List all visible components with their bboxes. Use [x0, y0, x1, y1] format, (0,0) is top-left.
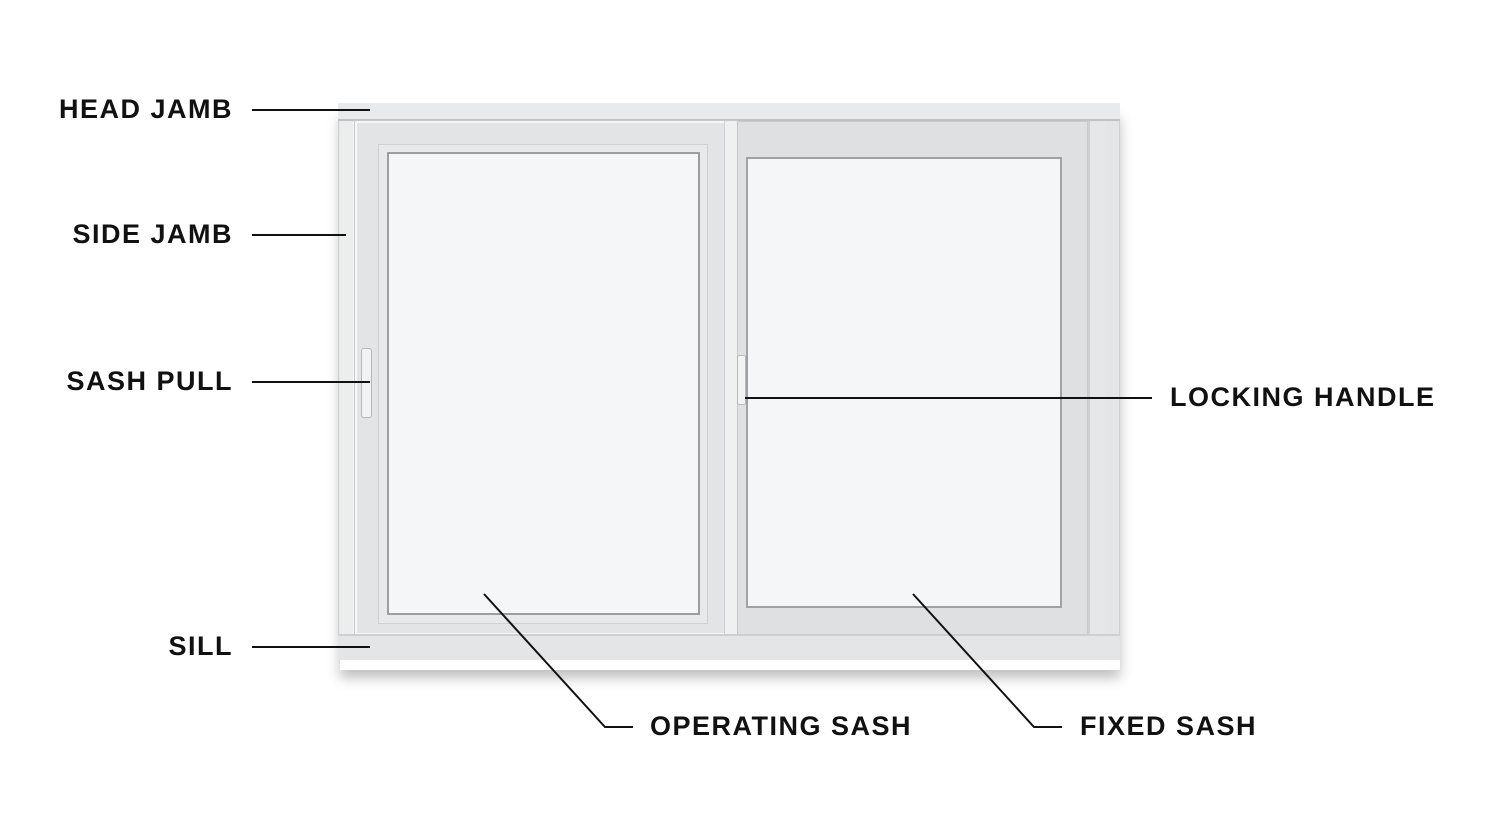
- label-operating-sash: OPERATING SASH: [650, 711, 913, 741]
- label-sill: SILL: [168, 631, 233, 661]
- label-locking-handle: LOCKING HANDLE: [1170, 382, 1436, 412]
- label-fixed-sash: FIXED SASH: [1080, 711, 1258, 741]
- label-sash-pull: SASH PULL: [66, 366, 233, 396]
- head-jamb: [338, 103, 1120, 121]
- label-head-jamb: HEAD JAMB: [58, 94, 233, 124]
- operating-sash-glass: [387, 152, 700, 615]
- locking-handle-icon[interactable]: [737, 355, 746, 405]
- sill: [338, 634, 1120, 660]
- leader-fixed-sash: [912, 593, 1062, 728]
- side-jamb: [340, 121, 355, 636]
- label-side-jamb: SIDE JAMB: [72, 219, 233, 249]
- fixed-sash-glass: [746, 157, 1062, 608]
- leader-operating-sash: [483, 593, 633, 728]
- right-jamb: [1088, 121, 1106, 636]
